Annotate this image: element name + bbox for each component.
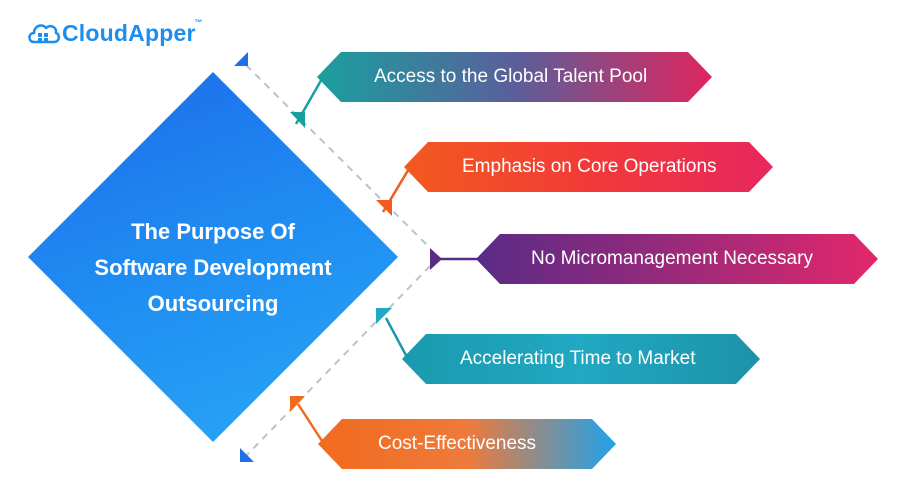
connector-marker-1 <box>290 112 305 128</box>
trademark-mark: ™ <box>194 17 203 27</box>
ribbon-3 <box>476 234 878 284</box>
cloud-grid-icon <box>28 24 60 44</box>
ribbon-4 <box>402 334 760 384</box>
title-line-2: Software Development <box>94 255 332 280</box>
brand-name-text: CloudApper <box>62 19 196 46</box>
corner-marker-top <box>234 52 248 66</box>
item-label-2: Emphasis on Core Operations <box>462 156 717 177</box>
dashed-guide-lower <box>245 265 431 457</box>
item-label-5: Cost-Effectiveness <box>378 433 537 454</box>
ribbon-2 <box>404 142 773 192</box>
dashed-guide-upper <box>245 64 431 249</box>
connector-5 <box>296 403 326 445</box>
connector-marker-5 <box>290 396 305 412</box>
item-label-1: Access to the Global Talent Pool <box>374 66 648 87</box>
connector-marker-4 <box>376 308 392 324</box>
ribbon-5 <box>318 419 616 469</box>
item-label-3: No Micromanagement Necessary <box>531 248 813 269</box>
connector-marker-3 <box>430 248 442 270</box>
diagram-title: The Purpose Of Software Development Outs… <box>70 214 356 322</box>
title-line-1: The Purpose Of <box>131 219 295 244</box>
corner-marker-bottom <box>240 448 254 462</box>
connector-4 <box>384 317 410 360</box>
item-label-4: Accelerating Time to Market <box>460 348 696 369</box>
ribbon-1 <box>317 52 712 102</box>
title-line-3: Outsourcing <box>147 291 279 316</box>
connector-marker-2 <box>376 200 392 216</box>
